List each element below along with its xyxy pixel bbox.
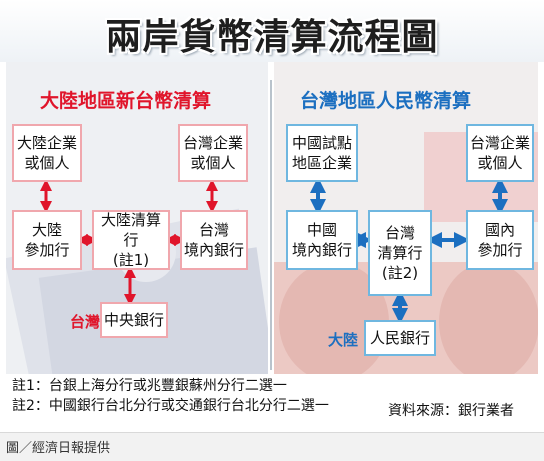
credit-bar — [0, 432, 544, 461]
box-mainland-participating-bank: 大陸 參加行 — [12, 210, 82, 270]
box-taiwan-clearing-bank: 台灣 清算行 (註2) — [368, 210, 432, 296]
box-china-pilot-corp: 中國試點 地區企業 — [286, 124, 358, 182]
footnote-1: 註1：台銀上海分行或兆豐銀蘇州分行二選一 — [12, 378, 287, 394]
box-domestic-participating-bank: 國內 參加行 — [466, 210, 534, 270]
panel-divider — [270, 80, 272, 370]
image-credit: 圖／經濟日報提供 — [6, 441, 111, 456]
box-taiwan-corp: 台灣企業 或個人 — [178, 124, 248, 182]
box-central-bank: 中央銀行 — [100, 302, 168, 338]
box-peoples-bank: 人民銀行 — [364, 320, 436, 356]
box-mainland-corp: 大陸企業 或個人 — [12, 124, 82, 182]
footnote-2: 註2：中國銀行台北分行或交通銀行台北分行二選一 — [12, 398, 329, 414]
box-taiwan-corp-right: 台灣企業 或個人 — [466, 124, 534, 182]
box-mainland-clearing-bank: 大陸清算行 (註1) — [92, 210, 170, 270]
left-section-title: 大陸地區新台幣清算 — [40, 90, 212, 112]
right-section-title: 台灣地區人民幣清算 — [300, 90, 472, 112]
box-china-domestic-bank: 中國 境內銀行 — [286, 210, 358, 270]
region-label-taiwan: 台灣 — [70, 313, 101, 331]
footnotes: 註1：台銀上海分行或兆豐銀蘇州分行二選一 註2：中國銀行台北分行或交通銀行台北分… — [12, 376, 329, 416]
source-note: 資料來源：銀行業者 — [388, 403, 514, 419]
title-bar — [0, 0, 544, 62]
region-label-mainland: 大陸 — [328, 331, 359, 349]
page-title: 兩岸貨幣清算流程圖 — [105, 17, 439, 58]
box-taiwan-domestic-bank: 台灣 境內銀行 — [180, 210, 248, 270]
